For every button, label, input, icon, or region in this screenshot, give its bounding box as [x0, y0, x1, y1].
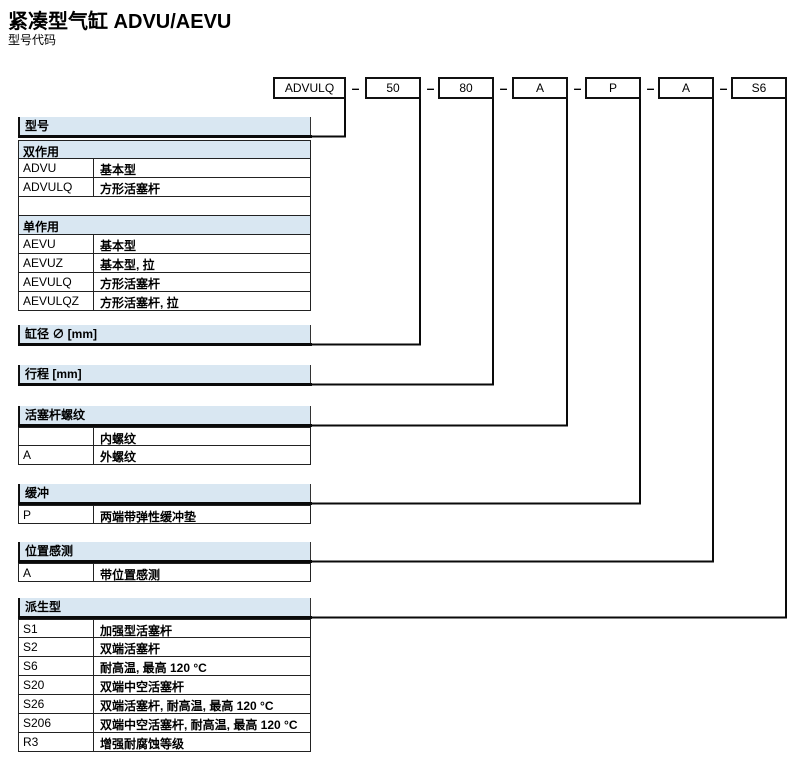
table-row: P 两端带弹性缓冲垫 — [18, 505, 311, 524]
connector-cushioning — [311, 98, 641, 505]
code-separator: – — [426, 80, 435, 96]
subsection-label: 单作用 — [23, 220, 60, 234]
desc-cell: 方形活塞杆 — [100, 277, 161, 291]
code-box-variant: S6 — [731, 77, 787, 99]
code-cell: A — [19, 446, 94, 464]
code-cell: ADVULQ — [19, 178, 94, 196]
desc-cell: 带位置感测 — [100, 568, 161, 581]
connector-variants — [311, 98, 787, 619]
header-underline — [18, 424, 312, 427]
subsection-double-acting: 双作用 — [18, 140, 311, 159]
code-box-model: ADVULQ — [273, 77, 346, 99]
header-underline — [18, 502, 312, 505]
desc-cell: 基本型 — [100, 163, 137, 177]
table-row: ADVU 基本型 — [18, 159, 311, 178]
desc-cell: 加强型活塞杆 — [100, 624, 173, 637]
header-underline — [18, 383, 312, 386]
code-separator: – — [351, 80, 360, 96]
subsection-label: 双作用 — [23, 145, 60, 159]
header-underline — [18, 135, 312, 138]
table-row: 内螺纹 — [18, 427, 311, 446]
code-cell: ADVU — [19, 159, 94, 177]
desc-cell: 基本型 — [100, 239, 137, 253]
desc-cell: 增强耐腐蚀等级 — [100, 737, 185, 751]
variants-table: S1 加强型活塞杆 S2 双端活塞杆 S6 耐高温, 最高 120 °C S20… — [18, 619, 311, 752]
connector-rod-thread — [311, 98, 568, 427]
section-header-model: 型号 — [18, 117, 311, 135]
section-header-position-sensing: 位置感测 — [18, 542, 311, 560]
page-title: 紧凑型气缸 ADVU/AEVU — [8, 11, 232, 33]
code-cell: S26 — [19, 695, 94, 713]
header-underline — [18, 343, 312, 346]
table-row: S2 双端活塞杆 — [18, 638, 311, 657]
code-cell: AEVULQZ — [19, 292, 94, 310]
table-row: S26 双端活塞杆, 耐高温, 最高 120 °C — [18, 695, 311, 714]
table-row: ADVULQ 方形活塞杆 — [18, 178, 311, 197]
section-header-stroke: 行程 [mm] — [18, 365, 311, 383]
desc-cell: 双端中空活塞杆 — [100, 680, 185, 694]
model-table: 双作用 ADVU 基本型 ADVULQ 方形活塞杆 单作用 AEVU 基本型 A… — [18, 140, 311, 311]
desc-cell: 双端活塞杆, 耐高温, 最高 120 °C — [100, 699, 274, 713]
table-row: AEVU 基本型 — [18, 235, 311, 254]
table-row: AEVULQ 方形活塞杆 — [18, 273, 311, 292]
code-cell: P — [19, 506, 94, 523]
subsection-single-acting: 单作用 — [18, 216, 311, 235]
code-separator: – — [719, 80, 728, 96]
code-cell — [19, 428, 94, 445]
desc-cell: 双端中空活塞杆, 耐高温, 最高 120 °C — [100, 718, 298, 732]
code-cell: AEVULQ — [19, 273, 94, 291]
code-cell: AEVUZ — [19, 254, 94, 272]
code-box-stroke: 80 — [438, 77, 494, 99]
code-box-bore: 50 — [365, 77, 421, 99]
table-row: S6 耐高温, 最高 120 °C — [18, 657, 311, 676]
empty-cell — [19, 197, 310, 215]
page-subtitle: 型号代码 — [8, 33, 57, 47]
table-row: S1 加强型活塞杆 — [18, 619, 311, 638]
table-row: A 外螺纹 — [18, 446, 311, 465]
code-cell: S206 — [19, 714, 94, 732]
code-cell: R3 — [19, 733, 94, 751]
desc-cell: 方形活塞杆, 拉 — [100, 296, 179, 310]
code-cell: A — [19, 564, 94, 581]
code-separator: – — [573, 80, 582, 96]
desc-cell: 外螺纹 — [100, 450, 137, 464]
header-underline — [18, 560, 312, 563]
code-cell: S20 — [19, 676, 94, 694]
connector-position-sensing — [311, 98, 714, 563]
cushioning-table: P 两端带弹性缓冲垫 — [18, 505, 311, 524]
desc-cell: 两端带弹性缓冲垫 — [100, 510, 197, 523]
code-cell: AEVU — [19, 235, 94, 253]
table-row: AEVULQZ 方形活塞杆, 拉 — [18, 292, 311, 311]
connector-stroke — [311, 98, 494, 386]
desc-cell: 耐高温, 最高 120 °C — [100, 661, 207, 675]
desc-cell: 内螺纹 — [100, 432, 137, 445]
position-sensing-table: A 带位置感测 — [18, 563, 311, 582]
header-underline — [18, 616, 312, 619]
code-cell: S1 — [19, 620, 94, 637]
connector-model — [311, 98, 346, 138]
table-row: S20 双端中空活塞杆 — [18, 676, 311, 695]
desc-cell: 基本型, 拉 — [100, 258, 155, 272]
code-cell: S6 — [19, 657, 94, 675]
code-separator: – — [499, 80, 508, 96]
code-box-position-sensing: A — [658, 77, 714, 99]
code-box-cushioning: P — [585, 77, 641, 99]
code-box-rod-thread: A — [512, 77, 568, 99]
table-row: R3 增强耐腐蚀等级 — [18, 733, 311, 752]
code-cell: S2 — [19, 638, 94, 656]
section-header-bore: 缸径 ∅ [mm] — [18, 325, 311, 343]
section-header-variants: 派生型 — [18, 598, 311, 616]
connector-bore — [311, 98, 421, 346]
section-header-rod-thread: 活塞杆螺纹 — [18, 406, 311, 424]
table-row: S206 双端中空活塞杆, 耐高温, 最高 120 °C — [18, 714, 311, 733]
spacer-row — [18, 197, 311, 216]
code-separator: – — [646, 80, 655, 96]
table-row: A 带位置感测 — [18, 563, 311, 582]
rod-thread-table: 内螺纹 A 外螺纹 — [18, 427, 311, 465]
desc-cell: 方形活塞杆 — [100, 182, 161, 196]
table-row: AEVUZ 基本型, 拉 — [18, 254, 311, 273]
section-header-cushioning: 缓冲 — [18, 484, 311, 502]
desc-cell: 双端活塞杆 — [100, 642, 161, 656]
